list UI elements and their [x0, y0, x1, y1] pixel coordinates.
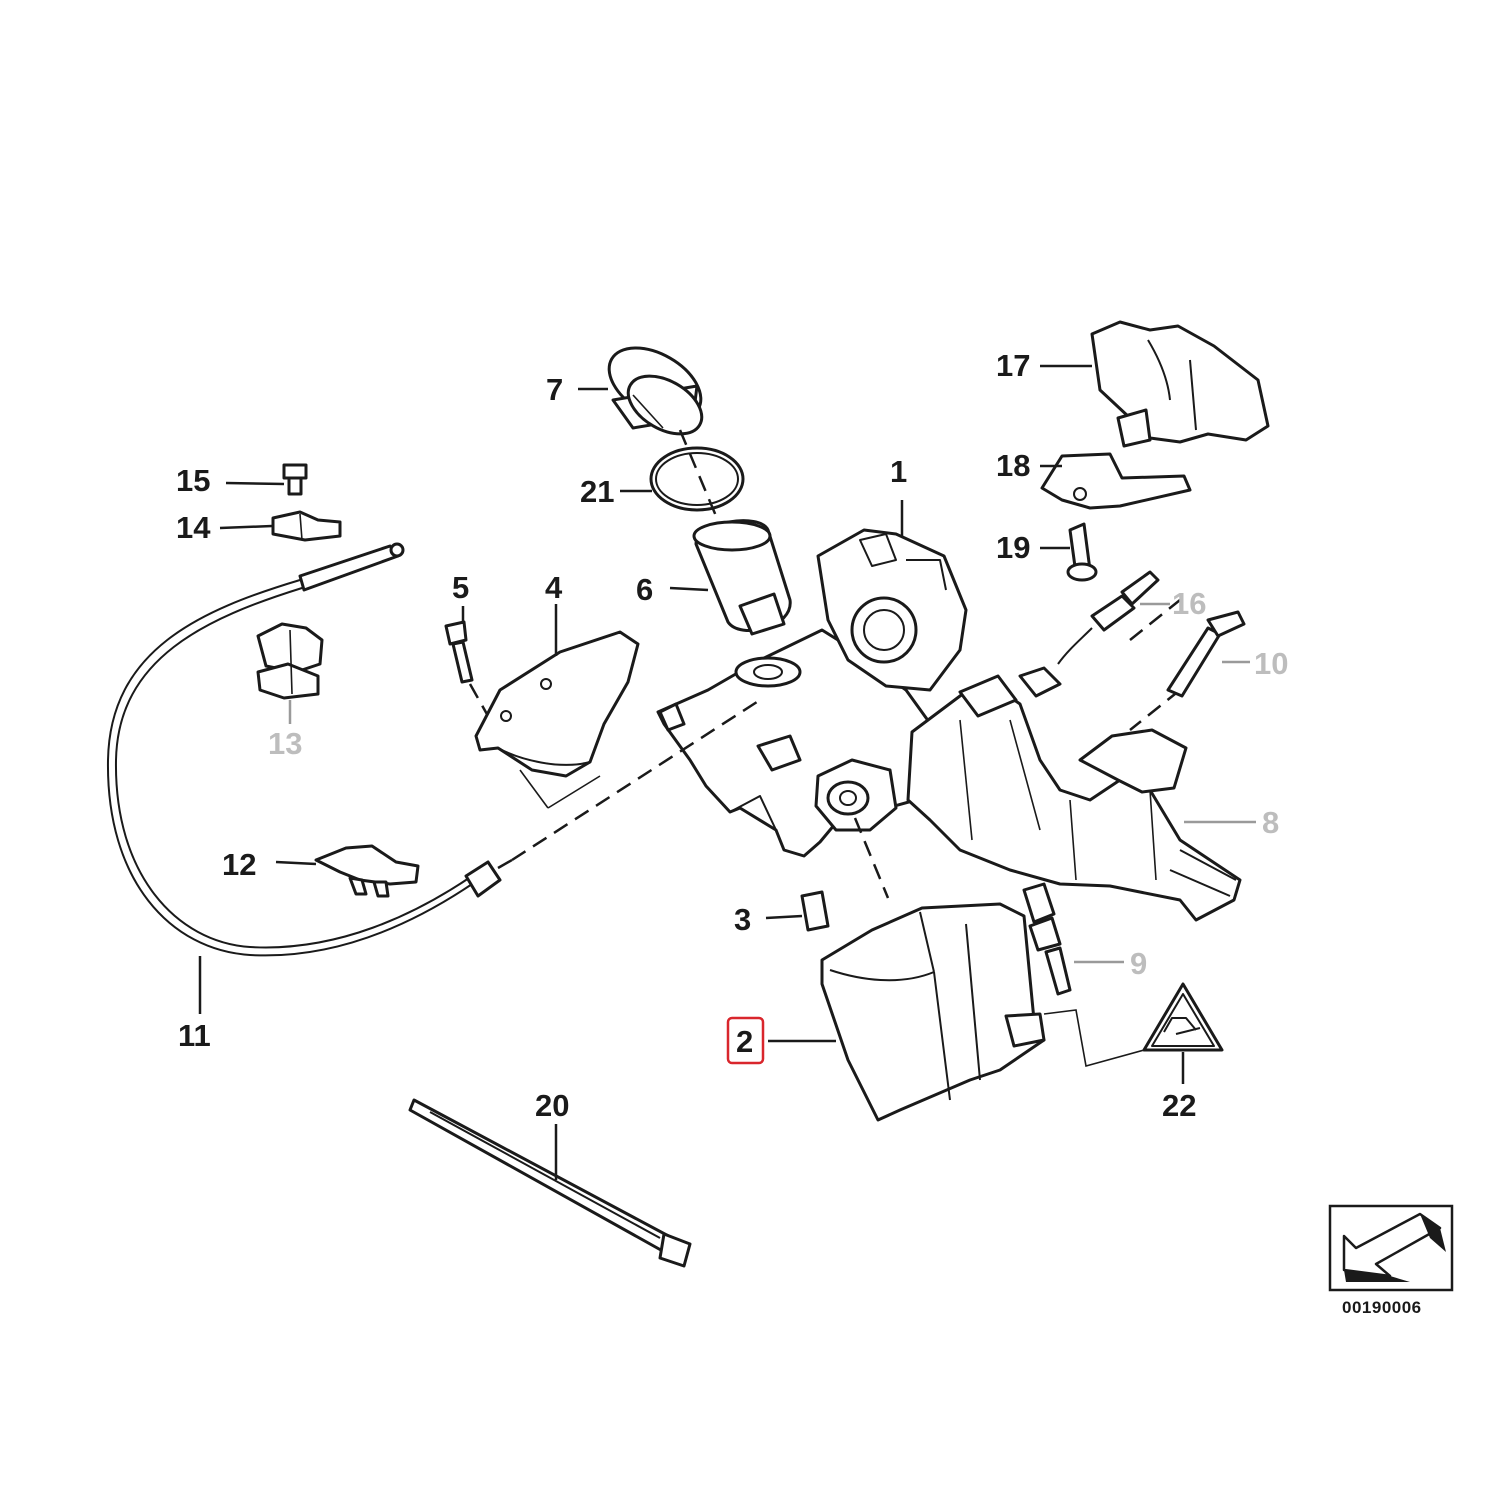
part-18-plate[interactable]	[1040, 452, 1192, 510]
part-6-sleeve[interactable]	[692, 519, 792, 636]
part-8-switch-bracket[interactable]	[906, 674, 1242, 922]
part-5-screw[interactable]	[444, 620, 490, 717]
leader-lines	[198, 364, 1256, 1180]
part-2-switch-module[interactable]	[820, 902, 1046, 1122]
part-21-o-ring[interactable]	[649, 446, 745, 512]
callout-14[interactable]: 14	[176, 510, 211, 545]
part-11-cable[interactable]	[106, 542, 513, 957]
callout-13[interactable]: 13	[268, 726, 302, 761]
callout-16[interactable]: 16	[1172, 586, 1206, 621]
part-1-housing[interactable]	[656, 528, 968, 858]
assembly-dash-lines	[511, 599, 1181, 899]
part-20-cable-tie[interactable]	[408, 1098, 692, 1268]
part-7-bearing[interactable]	[597, 333, 714, 446]
diagram-code: 00190006	[1342, 1298, 1422, 1317]
callout-10[interactable]: 10	[1254, 646, 1288, 681]
callout-19[interactable]: 19	[996, 530, 1030, 565]
part-9-bolt[interactable]	[1022, 882, 1072, 996]
callout-8[interactable]: 8	[1262, 805, 1279, 840]
callout-20[interactable]: 20	[535, 1088, 569, 1123]
part-14-clamp[interactable]	[271, 510, 342, 542]
part-13-clip[interactable]	[256, 622, 324, 700]
warning-triangle-icon[interactable]	[1142, 982, 1224, 1052]
part-22-leader	[1043, 1009, 1145, 1068]
callout-labels: 1 2 3 4 5 6 7 8 9 10 11 12 13 14 15 16 1…	[176, 348, 1288, 1123]
part-12-clip[interactable]	[314, 844, 420, 898]
callout-4[interactable]: 4	[545, 570, 563, 605]
part-19-screw[interactable]	[1066, 522, 1098, 582]
callout-21[interactable]: 21	[580, 474, 614, 509]
callout-3[interactable]: 3	[734, 902, 751, 937]
callout-2-highlight	[726, 1016, 765, 1065]
part-4-cover[interactable]	[474, 630, 640, 809]
callout-15[interactable]: 15	[176, 463, 210, 498]
callout-18[interactable]: 18	[996, 448, 1030, 483]
callout-7[interactable]: 7	[546, 372, 563, 407]
part-10-pin[interactable]	[1166, 610, 1246, 698]
part-16-sensor[interactable]	[1018, 570, 1160, 698]
callout-2[interactable]: 2	[736, 1024, 753, 1059]
callout-5[interactable]: 5	[452, 570, 469, 605]
callout-1[interactable]: 1	[890, 454, 907, 489]
callout-9[interactable]: 9	[1130, 946, 1147, 981]
part-17-bracket[interactable]	[1090, 320, 1270, 448]
callout-22[interactable]: 22	[1162, 1088, 1196, 1123]
callout-17[interactable]: 17	[996, 348, 1030, 383]
callout-12[interactable]: 12	[222, 847, 256, 882]
direction-arrow-icon	[1328, 1204, 1454, 1292]
callout-6[interactable]: 6	[636, 572, 653, 607]
callout-11[interactable]: 11	[178, 1018, 211, 1053]
part-3-spring[interactable]	[800, 890, 830, 932]
part-15-bolt[interactable]	[282, 463, 308, 496]
